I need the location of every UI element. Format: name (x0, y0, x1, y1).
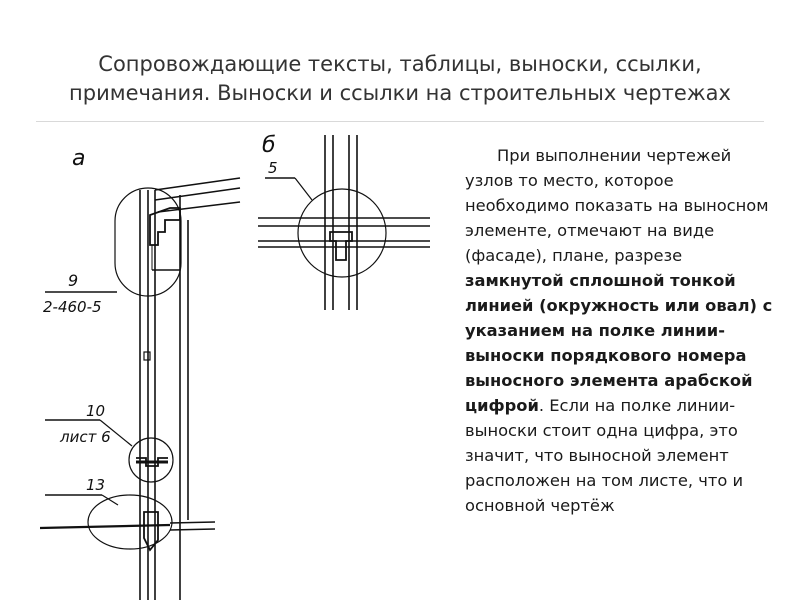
callout-ref-10: лист 6 (59, 428, 111, 446)
body-paragraph: При выполнении чертежей узлов то место, … (465, 143, 783, 518)
title-line-2: примечания. Выноски и ссылки на строител… (69, 81, 731, 105)
callout-oval-13 (87, 494, 173, 550)
callout-label-9: 9 (68, 271, 78, 290)
title-line-1: Сопровождающие тексты, таблицы, выноски,… (98, 52, 702, 76)
body-text-intro: При выполнении чертежей узлов то место, … (465, 146, 769, 265)
figure-a-facade (40, 177, 241, 600)
body-text-emphasis: замкнутой сплошной тонкой линией (окружн… (465, 271, 773, 415)
figure-a-label: а (72, 146, 85, 171)
page-title: Сопровождающие тексты, таблицы, выноски,… (0, 50, 800, 108)
callout-circle-5 (297, 188, 387, 278)
body-text-conclusion: . Если на полке линии-выноски стоит одна… (465, 396, 744, 515)
callout-oval-9 (114, 187, 182, 297)
figure-b-plan (258, 135, 430, 310)
construction-drawing: а б 9 2-460-5 10 лист 6 13 5 (40, 133, 430, 600)
callout-label-5: 5 (268, 159, 278, 177)
figure-b-label: б (262, 133, 276, 158)
callout-label-10: 10 (86, 402, 105, 420)
callout-label-13: 13 (86, 476, 105, 494)
callout-circle-10 (128, 437, 174, 483)
title-divider (36, 121, 764, 122)
callout-ref-9: 2-460-5 (43, 298, 102, 316)
